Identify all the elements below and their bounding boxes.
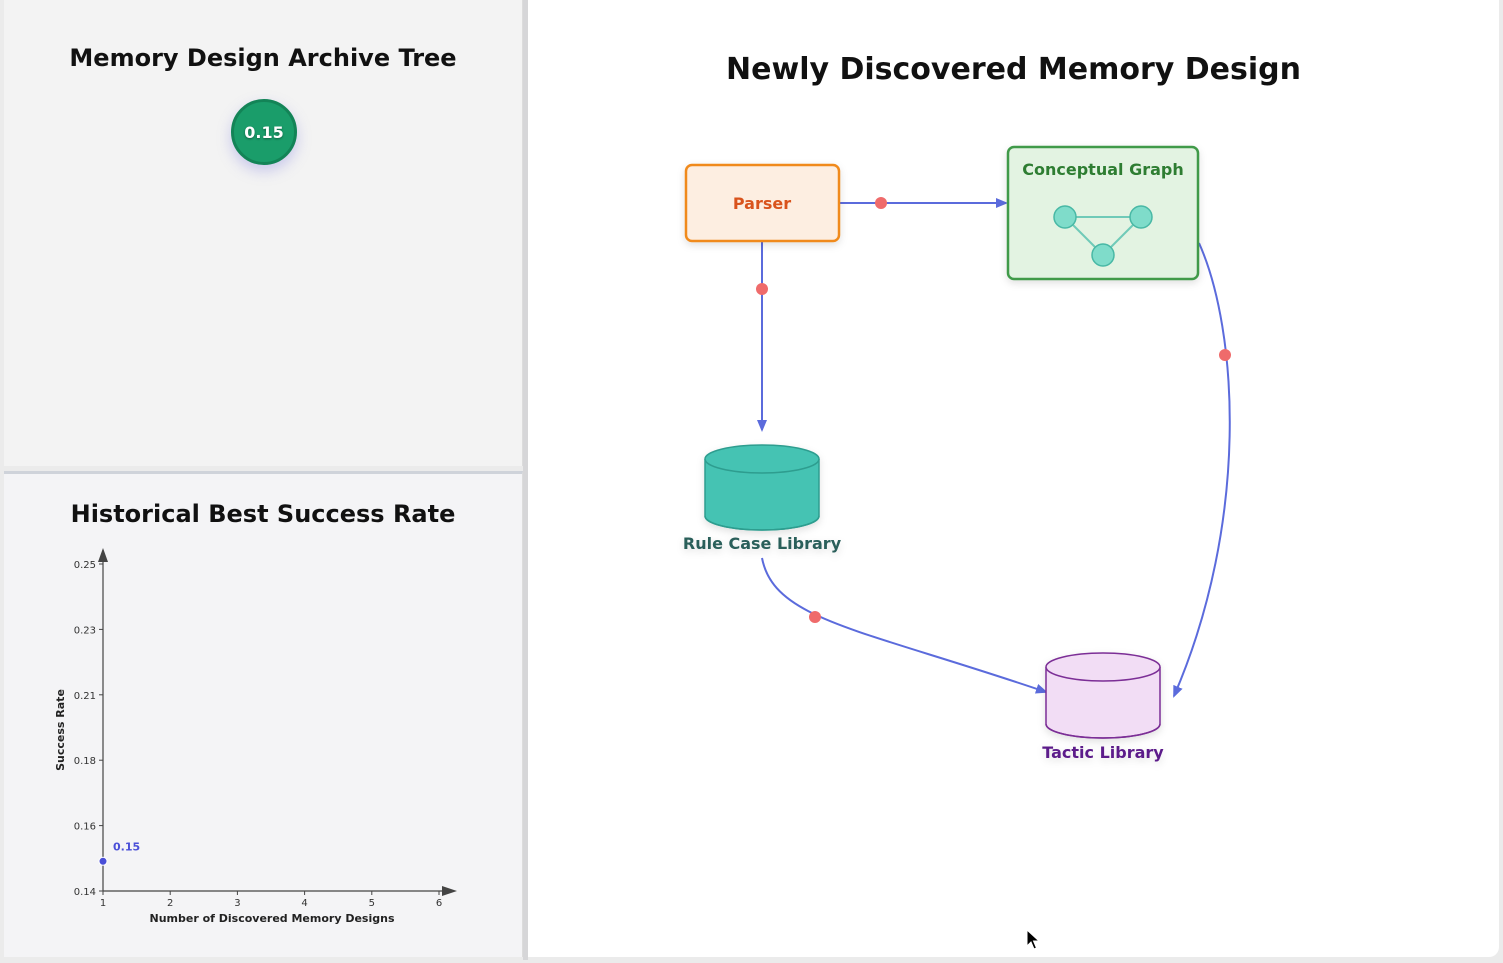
archive-tree-title: Memory Design Archive Tree (69, 44, 457, 72)
y-axis-label: Success Rate (54, 689, 67, 771)
history-chart: 0.14 0.16 0.18 0.21 0.23 0.25 1 2 3 4 5 6 Success … (54, 548, 457, 925)
design-diagram: Parser Conceptual Graph Rule Case Librar (683, 145, 1231, 762)
data-label: 0.15 (113, 840, 140, 853)
conceptual-graph-node[interactable]: Conceptual Graph (1006, 145, 1200, 281)
edge-conceptual-graph-to-tactic-library (1173, 242, 1231, 698)
edge-dot (875, 197, 887, 209)
x-tick-label: 5 (369, 898, 375, 909)
data-point[interactable] (98, 856, 108, 866)
x-tick-label: 4 (301, 898, 307, 909)
rule-case-library-label: Rule Case Library (683, 534, 842, 553)
tree-root-node-value: 0.15 (244, 122, 284, 142)
x-tick-label: 3 (234, 898, 240, 909)
y-tick-label: 0.18 (74, 756, 96, 767)
y-tick-label: 0.14 (74, 887, 96, 898)
archive-tree-panel: Memory Design Archive Tree 0.15 (4, 0, 523, 466)
tactic-library-node[interactable]: Tactic Library (1042, 652, 1164, 762)
edge-dot (809, 611, 821, 623)
y-axis-arrow (98, 548, 108, 562)
database-icon (1045, 652, 1161, 739)
y-tick-label: 0.21 (74, 691, 96, 702)
graph-icon (1053, 205, 1153, 267)
x-tick-label: 1 (100, 898, 106, 909)
edge-dot (1219, 349, 1231, 361)
tree-root-node[interactable]: 0.15 (231, 99, 297, 165)
edge-parser-to-conceptual-graph (840, 197, 1008, 209)
panel-divider[interactable] (523, 0, 528, 960)
parser-node[interactable]: Parser (684, 163, 841, 243)
mouse-cursor-icon (1026, 929, 1040, 950)
tactic-library-label: Tactic Library (1042, 743, 1164, 762)
parser-label: Parser (733, 194, 791, 213)
design-panel: Newly Discovered Memory Design (528, 0, 1499, 957)
conceptual-graph-label: Conceptual Graph (1022, 160, 1183, 179)
history-title: Historical Best Success Rate (70, 500, 456, 528)
y-tick-label: 0.16 (74, 822, 96, 833)
edge-dot (756, 283, 768, 295)
database-icon (704, 444, 820, 531)
y-tick-label: 0.23 (74, 625, 96, 636)
edge-rule-case-library-to-tactic-library (761, 557, 1048, 694)
y-tick-label: 0.25 (74, 560, 96, 571)
x-axis-arrow (442, 886, 457, 896)
rule-case-library-node[interactable]: Rule Case Library (683, 444, 842, 553)
edge-parser-to-rule-case-library (756, 242, 768, 432)
design-title: Newly Discovered Memory Design (726, 52, 1301, 87)
x-axis-label: Number of Discovered Memory Designs (149, 912, 394, 925)
x-tick-label: 6 (436, 898, 442, 909)
x-tick-label: 2 (167, 898, 173, 909)
